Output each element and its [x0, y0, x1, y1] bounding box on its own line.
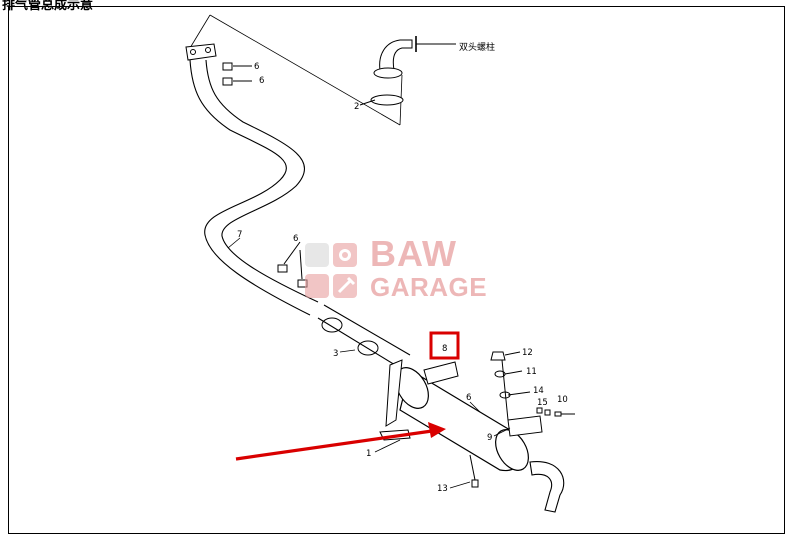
callout-7-leader — [227, 237, 241, 249]
callout-11: 11 — [526, 367, 537, 377]
stud-label: 双头螺柱 — [459, 41, 495, 53]
callout-10: 10 — [557, 395, 568, 405]
highlight-box-part-8 — [429, 331, 460, 360]
callout-15: 15 — [537, 398, 548, 408]
flange-nuts — [222, 62, 252, 86]
callout-7: 7 — [237, 230, 242, 240]
callout-6-second: 6 — [259, 76, 264, 86]
callout-6-mid: 6 — [293, 234, 298, 244]
callout-3: 3 — [333, 349, 338, 359]
callout-6-muffler: 6 — [466, 393, 471, 403]
muffler-body — [395, 367, 529, 472]
mid-joint-nuts — [277, 241, 308, 288]
callout-9-leader — [493, 427, 511, 437]
spark-plug-icon — [305, 243, 329, 298]
callout-1: 1 — [366, 449, 371, 459]
leader-lines — [189, 14, 403, 126]
callout-8: 8 — [442, 344, 447, 354]
tail-pipe — [529, 461, 565, 513]
intermediate-pipe — [317, 304, 411, 369]
inlet-flange — [185, 43, 217, 61]
baw-garage-watermark — [305, 243, 357, 298]
callout-12: 12 — [522, 348, 533, 358]
callout-6-muffler-leader — [469, 401, 481, 413]
watermark-text: BAW GARAGE — [370, 233, 488, 302]
wrench-icon — [333, 274, 357, 298]
elbow-part-2 — [359, 36, 456, 106]
bolt-13 — [449, 454, 479, 489]
callout-13: 13 — [437, 484, 448, 494]
drawing-frame — [8, 6, 785, 534]
red-arrow-annotation — [235, 422, 446, 461]
callout-2: 2 — [354, 102, 359, 112]
front-pipe — [189, 59, 319, 316]
hardware-stack — [490, 351, 575, 421]
watermark-line-baw: BAW — [370, 233, 457, 274]
callout-3-leader — [339, 349, 356, 353]
page-title: 排气管总成示意 — [2, 0, 94, 13]
callout-14: 14 — [533, 386, 544, 396]
callout-9: 9 — [487, 433, 492, 443]
gear-icon — [333, 243, 357, 267]
callout-1-leader — [374, 439, 401, 453]
callout-6-top: 6 — [254, 62, 259, 72]
watermark-line-garage: GARAGE — [370, 272, 488, 302]
